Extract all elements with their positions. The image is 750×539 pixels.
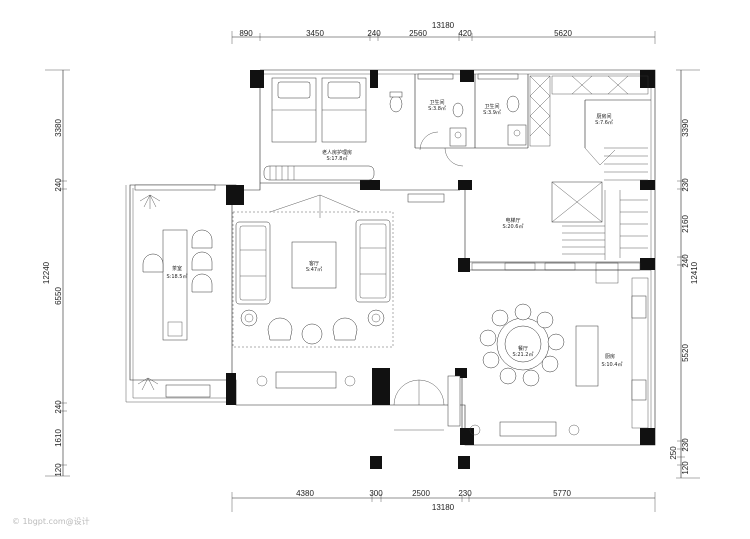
right-dim-5: 5520 [681, 344, 690, 362]
top-dim-1: 890 [239, 29, 253, 38]
bottom-dim-4: 230 [458, 489, 472, 498]
top-dimension-line: 13180 890 3450 240 2560 420 5620 [231, 21, 656, 44]
room-name-elder-care: 老人房护理房 [322, 149, 352, 156]
room-area-dining-room: S:21.2㎡ [513, 351, 534, 358]
room-name-dining-room: 餐厅 [518, 345, 528, 352]
left-total-dimension: 12240 [42, 261, 51, 284]
left-dim-6: 120 [54, 463, 63, 477]
room-name-bathroom-2: 卫生间 [484, 103, 499, 110]
bottom-dimension-line: 4380 300 2500 230 5770 13180 [231, 489, 656, 512]
kitchen-and-stairs [407, 75, 649, 284]
structural-columns [226, 70, 655, 469]
elder-room-beds [263, 77, 375, 181]
room-name-kitchen-room: 厨房间 [596, 113, 611, 120]
bathroom-fixtures [389, 73, 527, 167]
bottom-dim-3: 2500 [412, 489, 430, 498]
bottom-dim-2: 300 [369, 489, 383, 498]
top-total-dimension: 13180 [432, 21, 455, 30]
right-dim-2: 230 [681, 178, 690, 192]
bottom-total-dimension: 13180 [432, 503, 455, 512]
right-dimension-line: 3390 230 2160 240 5520 230 250 120 12410 [669, 69, 700, 479]
tea-room-furniture [134, 184, 216, 398]
left-dim-1: 3380 [54, 119, 63, 137]
watermark: © 1bgpt.com@设计 [12, 516, 90, 526]
room-area-elevator-hall: S:20.6㎡ [503, 223, 524, 230]
room-name-bathroom-1: 卫生间 [429, 99, 444, 106]
left-dim-4: 240 [54, 400, 63, 414]
right-total-dimension: 12410 [690, 261, 699, 284]
right-dim-7: 250 [669, 446, 678, 460]
room-name-living-room: 客厅 [309, 260, 319, 267]
right-dim-4: 240 [681, 254, 690, 268]
room-area-elder-care: S:17.8㎡ [327, 155, 348, 162]
room-labels: 老人房护理房 S:17.8㎡ 卫生间 S:3.8㎡ 卫生间 S:3.9㎡ 厨房间… [167, 99, 623, 368]
left-dimension-line: 12240 3380 240 6550 240 1610 120 [42, 69, 70, 477]
right-dim-1: 3390 [681, 119, 690, 137]
room-name-kitchen: 厨房 [605, 353, 615, 360]
room-area-tea-room: S:18.5㎡ [167, 273, 188, 280]
bottom-dim-1: 4380 [296, 489, 314, 498]
room-name-elevator-hall: 电梯厅 [505, 217, 520, 224]
room-area-living-room: S:47㎡ [306, 266, 322, 273]
top-dim-3: 240 [367, 29, 381, 38]
top-dim-4: 2560 [409, 29, 427, 38]
room-area-kitchen-room: S:7.6㎡ [595, 119, 613, 126]
living-room-furniture [232, 194, 445, 431]
top-dim-2: 3450 [306, 29, 324, 38]
room-area-kitchen: S:10.4㎡ [602, 361, 623, 368]
left-dim-5: 1610 [54, 429, 63, 447]
room-name-tea-room: 茶室 [172, 265, 182, 272]
right-dim-8: 120 [681, 461, 690, 475]
room-area-bathroom-1: S:3.8㎡ [428, 105, 446, 112]
right-dim-6: 230 [681, 438, 690, 452]
dining-room-furniture [447, 277, 649, 437]
top-dim-6: 5620 [554, 29, 572, 38]
bottom-dim-5: 5770 [553, 489, 571, 498]
left-dim-2: 240 [54, 178, 63, 192]
room-area-bathroom-2: S:3.9㎡ [483, 109, 501, 116]
right-dim-3: 2160 [681, 215, 690, 233]
top-dim-5: 420 [458, 29, 472, 38]
left-dim-3: 6550 [54, 287, 63, 305]
